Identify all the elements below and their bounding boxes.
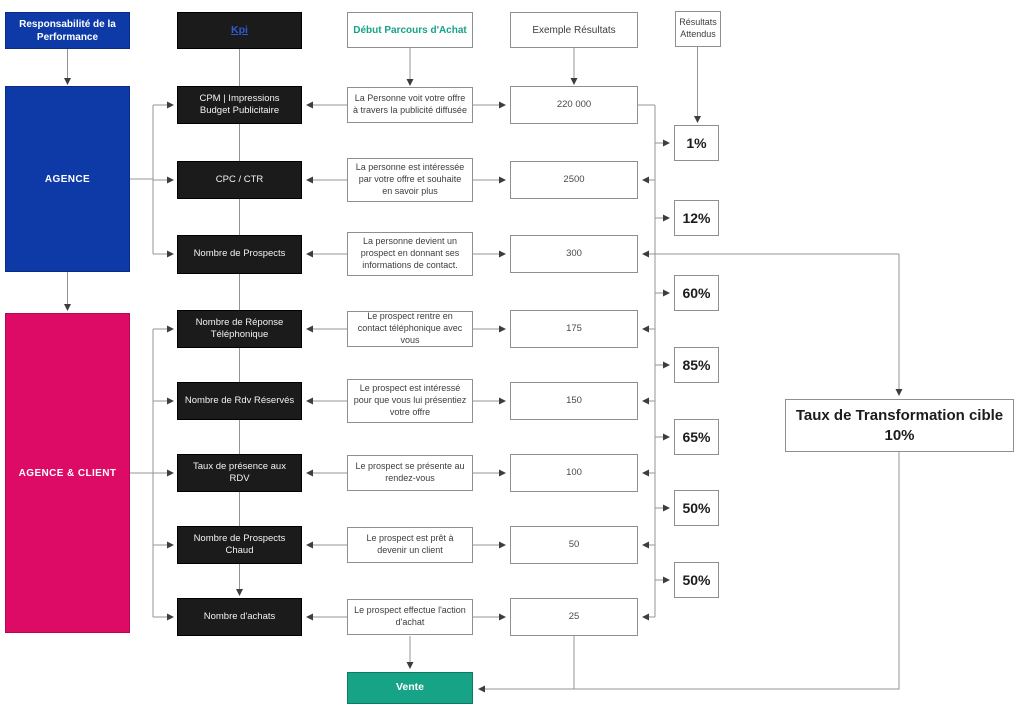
conversion-rate-box-5: 65%: [674, 419, 719, 455]
header-example-results: Exemple Résultats: [510, 12, 638, 48]
description-box-1: La Personne voit votre offre à travers l…: [347, 87, 473, 123]
description-box-8: Le prospect effectue l'action d'achat: [347, 599, 473, 635]
description-box-4: Le prospect rentre en contact téléphoniq…: [347, 311, 473, 347]
description-box-2: La personne est intéressée par votre off…: [347, 158, 473, 202]
header-journey-start: Début Parcours d'Achat: [347, 12, 473, 48]
kpi-box-rdv-reserves: Nombre de Rdv Réservés: [177, 382, 302, 420]
header-expected-results: Résultats Attendus: [675, 11, 721, 47]
conversion-rate-box-7: 50%: [674, 562, 719, 598]
header-responsibility: Responsabilité de la Performance: [5, 12, 130, 49]
kpi-box-prospects-chauds: Nombre de Prospects Chaud: [177, 526, 302, 564]
owner-agence-client: AGENCE & CLIENT: [5, 313, 130, 633]
header-kpi: Kpi: [177, 12, 302, 49]
kpi-box-cpm: CPM | Impressions Budget Publicitaire: [177, 86, 302, 124]
kpi-box-presence-rdv: Taux de présence aux RDV: [177, 454, 302, 492]
description-box-7: Le prospect est prêt à devenir un client: [347, 527, 473, 563]
sale-box: Vente: [347, 672, 473, 704]
kpi-box-cpc-ctr: CPC / CTR: [177, 161, 302, 199]
result-box-4: 175: [510, 310, 638, 348]
kpi-link[interactable]: Kpi: [231, 23, 248, 36]
conversion-rate-box-6: 50%: [674, 490, 719, 526]
description-box-6: Le prospect se présente au rendez-vous: [347, 455, 473, 491]
conversion-rate-box-1: 1%: [674, 125, 719, 161]
kpi-box-prospects: Nombre de Prospects: [177, 235, 302, 274]
result-box-6: 100: [510, 454, 638, 492]
owner-agence: AGENCE: [5, 86, 130, 272]
result-box-2: 2500: [510, 161, 638, 199]
conversion-rate-box-3: 60%: [674, 275, 719, 311]
conversion-rate-box-2: 12%: [674, 200, 719, 236]
result-box-5: 150: [510, 382, 638, 420]
conversion-rate-box-4: 85%: [674, 347, 719, 383]
description-box-3: La personne devient un prospect en donna…: [347, 232, 473, 276]
result-box-1: 220 000: [510, 86, 638, 124]
description-box-5: Le prospect est intéressé pour que vous …: [347, 379, 473, 423]
result-box-7: 50: [510, 526, 638, 564]
result-box-3: 300: [510, 235, 638, 273]
kpi-box-achats: Nombre d'achats: [177, 598, 302, 636]
result-box-8: 25: [510, 598, 638, 636]
target-box: Taux de Transformation cible 10%: [785, 399, 1014, 452]
kpi-box-reponse-tel: Nombre de Réponse Téléphonique: [177, 310, 302, 348]
